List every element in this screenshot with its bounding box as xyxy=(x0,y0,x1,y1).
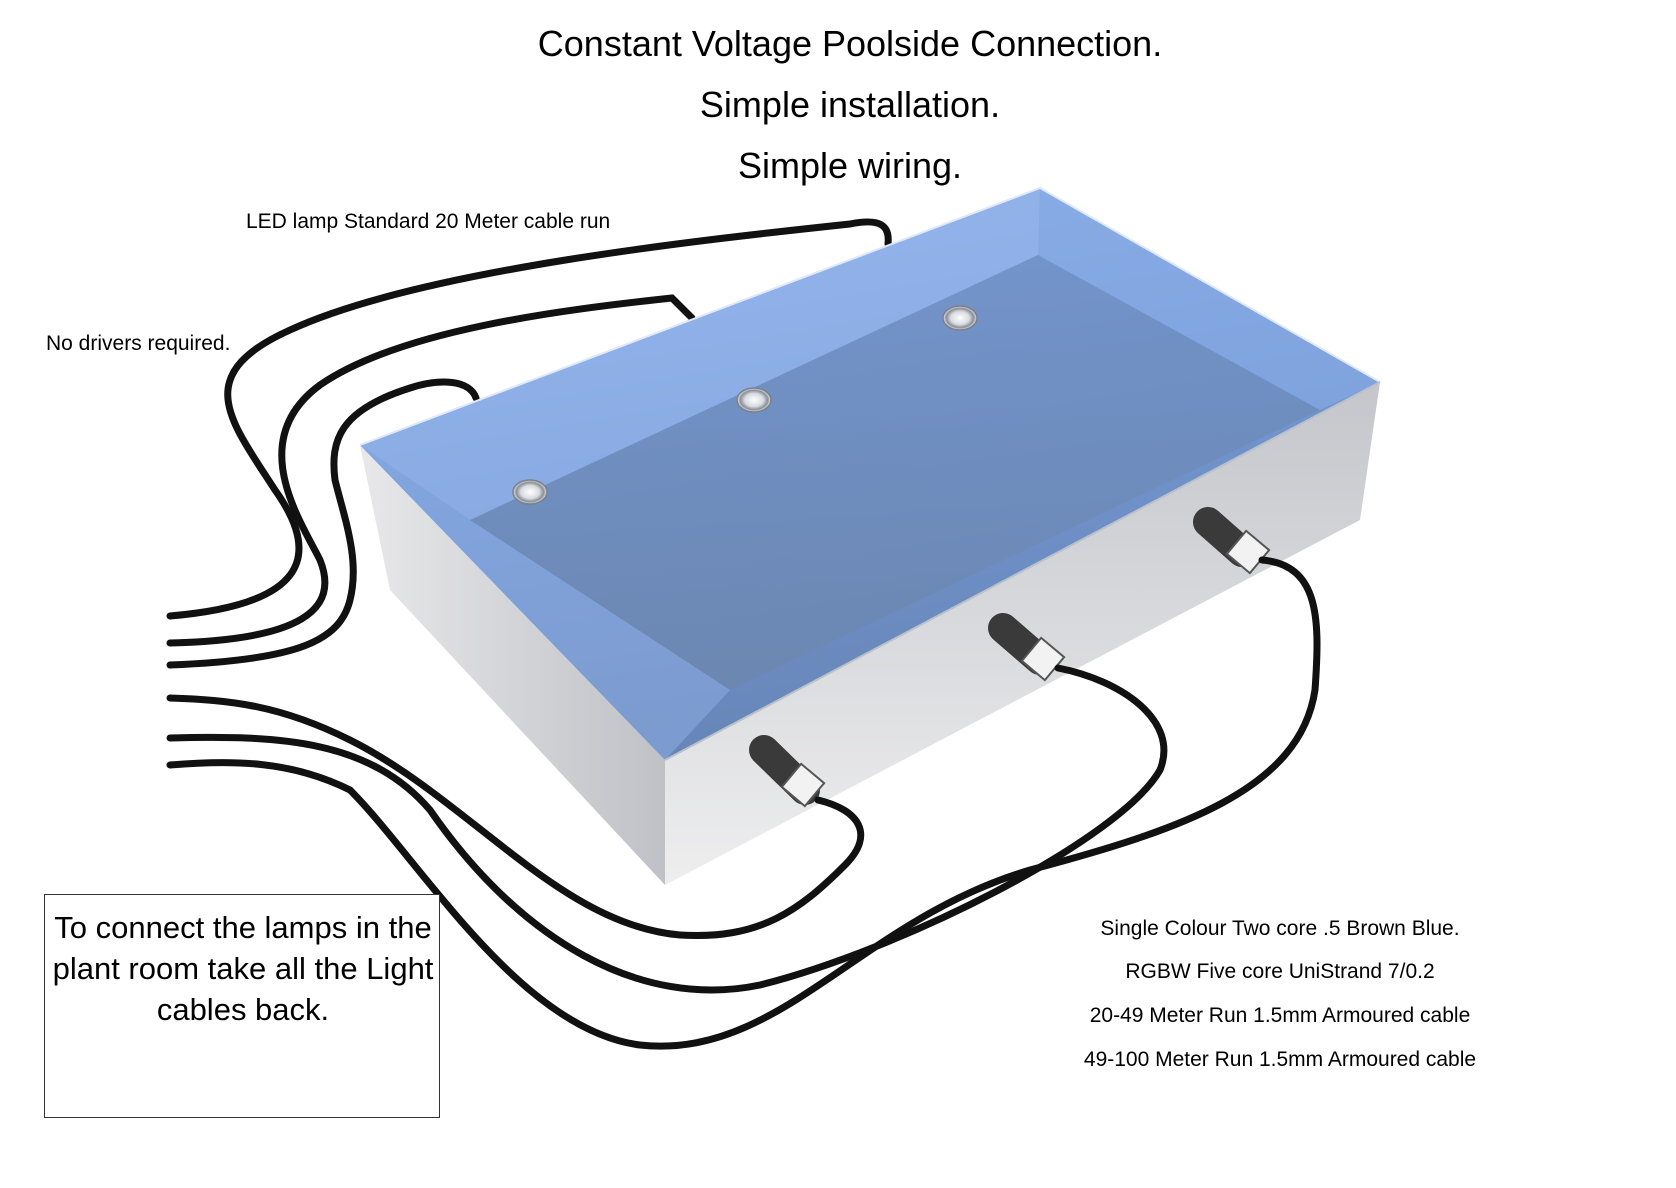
pool-inner-right-wall xyxy=(1038,188,1380,410)
title-line-3: Simple wiring. xyxy=(737,145,963,186)
callout-box: To connect the lamps in the plant room t… xyxy=(44,894,440,1118)
pool-inner-back-wall xyxy=(360,188,1040,520)
front-cable-group xyxy=(166,556,1321,1050)
connectors xyxy=(749,507,1271,808)
lamp-2 xyxy=(736,387,772,413)
cable-front-2 xyxy=(166,664,1168,994)
callout-text: To connect the lamps in the plant room t… xyxy=(52,910,434,1027)
lamp-3 xyxy=(942,305,978,331)
spec-49-100-run: 49-100 Meter Run 1.5mm Armoured cable xyxy=(1083,1048,1477,1071)
pool-inner-left-wall xyxy=(360,445,730,760)
connector-3 xyxy=(1193,507,1271,575)
cable-front-1 xyxy=(166,694,865,940)
spec-rgbw: RGBW Five core UniStrand 7/0.2 xyxy=(1125,960,1435,983)
pool-left-wall xyxy=(360,445,665,885)
spec-single-colour: Single Colour Two core .5 Brown Blue. xyxy=(1100,917,1460,940)
connector-1 xyxy=(749,735,826,808)
title-line-2: Simple installation. xyxy=(699,84,1001,125)
title-line-1: Constant Voltage Poolside Connection. xyxy=(537,23,1163,64)
pool-inner-floor xyxy=(470,255,1320,690)
spec-20-49-run: 20-49 Meter Run 1.5mm Armoured cable xyxy=(1089,1004,1471,1027)
cable-top xyxy=(166,218,892,620)
cable-front-3 xyxy=(166,556,1321,1050)
cable-second xyxy=(166,294,696,647)
connector-2 xyxy=(988,613,1066,682)
pool-rim-highlight xyxy=(359,186,1381,446)
left-cable-group xyxy=(166,218,892,669)
drivers-note: No drivers required. xyxy=(46,332,231,355)
cable-third xyxy=(166,378,480,669)
pool-edge-line xyxy=(664,381,1381,761)
lamp-1 xyxy=(512,479,548,505)
lamps xyxy=(512,305,978,505)
cable-run-note: LED lamp Standard 20 Meter cable run xyxy=(246,210,611,233)
